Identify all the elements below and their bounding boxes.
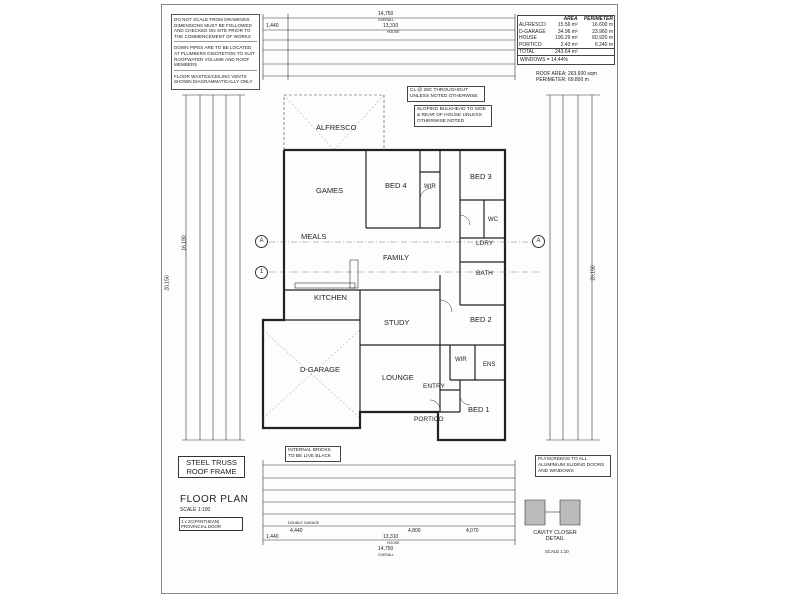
roof-perimeter: PERIMETER: 69.800 m: [536, 77, 589, 83]
dim-overall-label-top: OVERALL: [378, 18, 395, 22]
general-notes: DO NOT SCALE FROM DRAWINGS. DIMENSIONS M…: [171, 14, 260, 90]
dim-overall-top: 14,750: [378, 11, 394, 17]
dim-overall-bottom: 14,750: [378, 546, 394, 552]
dim-left-bottom: 1,440: [266, 534, 279, 540]
dim-right-bottom: 4,070: [466, 528, 479, 534]
room-study: STUDY: [384, 318, 410, 327]
room-games: GAMES: [316, 186, 344, 195]
room-kitchen: KITCHEN: [314, 293, 347, 302]
dim-left-top: 1,440: [266, 23, 279, 29]
note-floor-wastes: FLOOR WASTES/CEILING VENTS SHOWN DIAGRAM…: [174, 73, 253, 85]
room-portico: PORTICO: [414, 416, 444, 423]
dim-house-left: 16,190: [181, 235, 188, 251]
roof-area: ROOF AREA: 263.600 sqm: [536, 71, 597, 77]
dim-house-label-bottom: HOUSE: [387, 541, 400, 545]
grid-axis-1: 1: [255, 266, 268, 279]
grid-axis-a-left: A: [255, 235, 268, 248]
dim-overall-left: 20,150: [164, 275, 171, 291]
room-wir2: WIR: [455, 357, 467, 363]
note-scale: DO NOT SCALE FROM DRAWINGS. DIMENSIONS M…: [174, 17, 257, 43]
drawing-sheet: [161, 4, 618, 594]
bulkhead-note: SLOPING BULKHEAD TO SIDE & REAR OF HOUSE…: [414, 105, 492, 127]
dim-garage-bottom: 4,440: [290, 528, 303, 534]
dim-mid-bottom: 4,800: [408, 528, 421, 534]
cavity-detail-scale: SCALE 1:10: [545, 549, 569, 554]
bricks-note: INTERNAL BRICKS TO BE LIVE BLACK: [285, 446, 341, 462]
room-bed4: BED 4: [385, 181, 407, 190]
room-dgarage: D-GARAGE: [300, 365, 341, 374]
room-wc: WC: [488, 217, 498, 223]
room-wir: WIR: [424, 184, 436, 190]
area-header: AREA: [563, 16, 578, 22]
roof-frame-title: STEEL TRUSS ROOF FRAME: [178, 456, 245, 478]
dim-house-label-top: HOUSE: [387, 30, 400, 34]
room-meals: MEALS: [301, 232, 327, 241]
cavity-detail-title: CAVITY CLOSER DETAIL: [533, 530, 577, 542]
dim-overall-right: 20,150: [590, 265, 597, 281]
room-bed3: BED 3: [470, 172, 492, 181]
plan-title: FLOOR PLAN: [180, 494, 249, 505]
room-entry: ENTRY: [423, 383, 445, 390]
note-downpipes: DOWN PIPES ARE TO BE LOCATED AT PLUMBERS…: [174, 45, 257, 71]
perimeter-header: PERIMETER: [583, 16, 613, 22]
plyscreens-note: PLYSCREENS TO ALL ALUMINIUM SLIDING DOOR…: [535, 455, 611, 477]
room-ens: ENS: [483, 362, 496, 368]
roof-info: ROOF AREA: 263.600 sqm PERIMETER: 69.800…: [536, 71, 597, 83]
room-ldry: LDRY: [476, 240, 494, 247]
room-family: FAMILY: [383, 253, 410, 262]
dim-house-bottom: 13,310: [383, 534, 399, 540]
room-lounge: LOUNGE: [382, 373, 414, 382]
room-alfresco: ALFRESCO: [316, 123, 357, 132]
room-bed1: BED 1: [468, 405, 490, 414]
windows-ratio: WINDOWS = 14.44%: [518, 55, 614, 64]
door-note: 1 x 2C(PANTHEAN) PROVINCIAL DOOR: [179, 517, 243, 531]
dim-house-top: 13,310: [383, 23, 399, 29]
dim-overall-label-bottom: OVERALL: [378, 553, 395, 557]
room-bath: BATH: [476, 270, 493, 277]
plan-scale: SCALE 1:100: [180, 507, 211, 513]
room-bed2: BED 2: [470, 315, 492, 324]
ceiling-note: CL @ 28c THROUGHOUT UNLESS NOTED OTHERWI…: [407, 86, 485, 102]
dim-garage-label: DOUBLE GARAGE: [288, 521, 320, 525]
grid-axis-a-right: A: [532, 235, 545, 248]
